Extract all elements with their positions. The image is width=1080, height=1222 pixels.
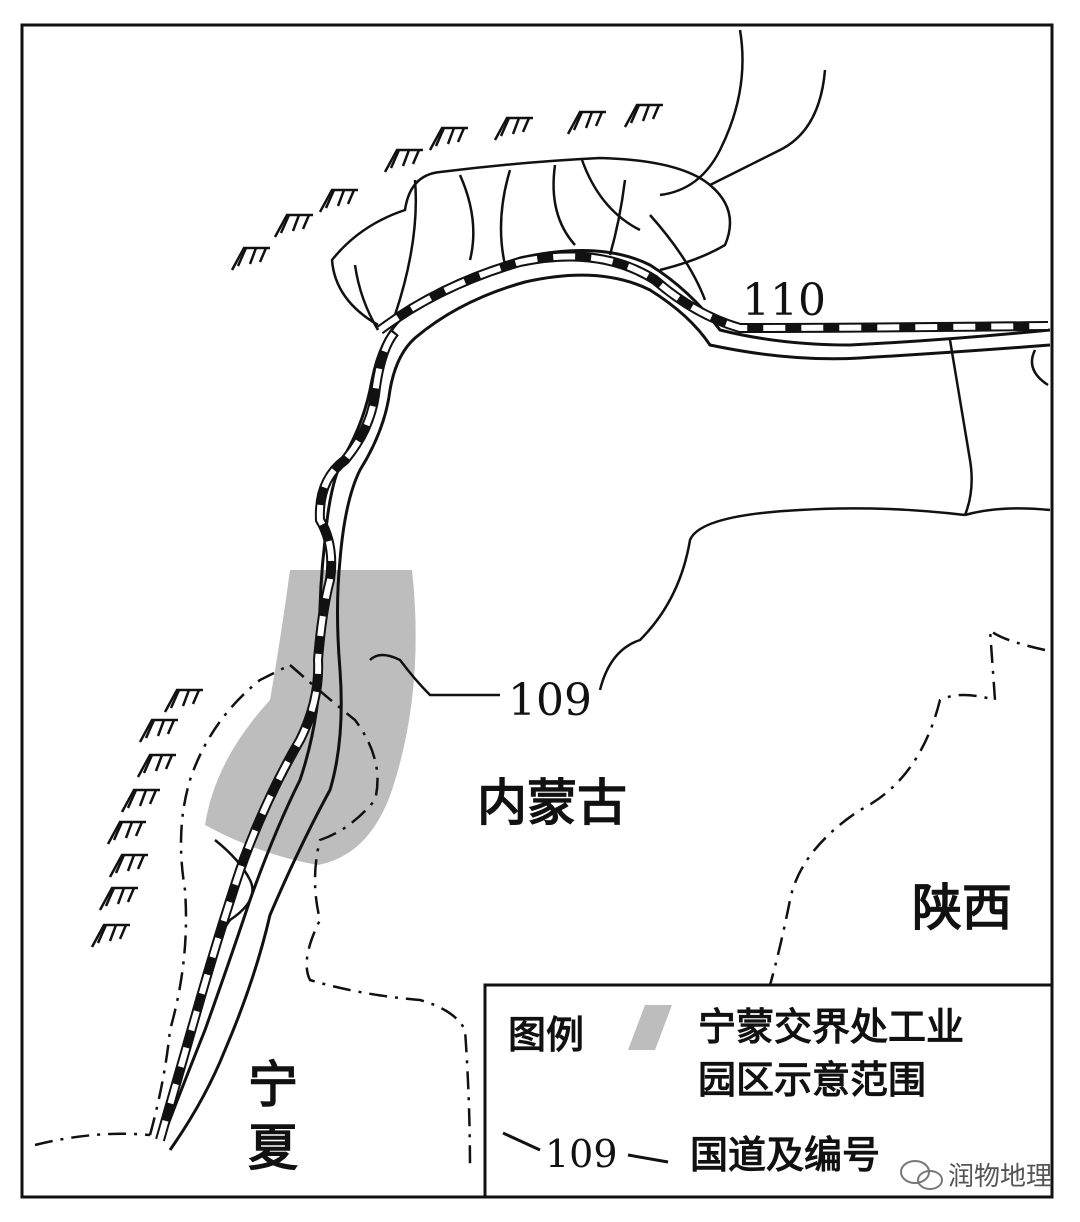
legend: 图例 宁蒙交界处工业 园区示意范围 109 国道及编号 <box>483 983 1054 1199</box>
road-109-label: 109 <box>508 675 592 726</box>
legend-box <box>483 983 1054 1199</box>
legend-park-label-line1: 宁蒙交界处工业 <box>698 1005 964 1049</box>
legend-park-label-line2: 园区示意范围 <box>698 1058 926 1102</box>
legend-road-line-left <box>502 1131 541 1152</box>
region-label-inner-mongolia: 内蒙古 <box>477 774 627 832</box>
road-110-label: 110 <box>742 275 826 326</box>
region-label-shaanxi: 陕西 <box>912 879 1012 937</box>
legend-park-swatch <box>628 1005 672 1050</box>
road-109 <box>155 328 399 1142</box>
watermark-text: 润物地理 <box>948 1162 1052 1192</box>
watermark: 润物地理 <box>900 1160 1052 1192</box>
legend-title: 图例 <box>508 1013 584 1057</box>
desert-symbols-north <box>230 103 663 271</box>
region-label-ningxia-2: 夏 <box>248 1119 299 1177</box>
road-110 <box>377 251 1049 335</box>
legend-road-number: 109 <box>545 1132 618 1176</box>
desert-symbols-west <box>90 688 203 948</box>
provincial-boundary <box>34 626 1046 1171</box>
region-label-ningxia-1: 宁 <box>248 1056 298 1114</box>
legend-road-line-right <box>627 1153 669 1164</box>
wechat-icon-bubble <box>917 1170 943 1190</box>
legend-road-label: 国道及编号 <box>690 1133 880 1177</box>
